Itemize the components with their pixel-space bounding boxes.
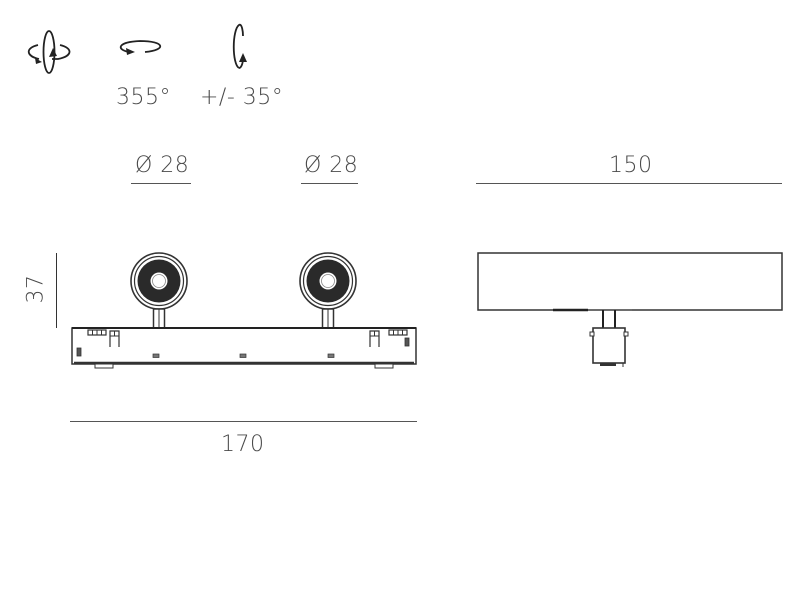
vertical-rotation-label: +/- 35°	[200, 85, 284, 110]
width-dimension-label: 170	[221, 432, 265, 457]
rotate-both-axes-icon	[27, 30, 71, 74]
front-view-drawing	[71, 252, 417, 369]
rotate-horizontal-icon	[119, 40, 162, 55]
side-view-drawing	[477, 252, 783, 367]
length-dimension-label: 150	[609, 153, 653, 178]
horizontal-rotation-label: 355°	[116, 85, 171, 110]
height-dimension-label: 37	[23, 274, 49, 304]
rotation-icons: 355° +/- 35°	[0, 0, 320, 120]
head-diameter-line-right	[301, 183, 358, 184]
head-diameter-line-left	[131, 183, 191, 184]
height-dimension-line	[56, 253, 57, 328]
spotlight-head-right	[299, 252, 357, 329]
head-diameter-label-left: Ø 28	[135, 153, 190, 178]
spotlight-head-left	[130, 252, 188, 329]
rotate-vertical-icon	[232, 23, 247, 69]
head-diameter-label-right: Ø 28	[304, 153, 359, 178]
width-dimension-line	[70, 421, 417, 422]
track-adapter-base	[71, 327, 417, 369]
length-dimension-line	[476, 183, 782, 184]
